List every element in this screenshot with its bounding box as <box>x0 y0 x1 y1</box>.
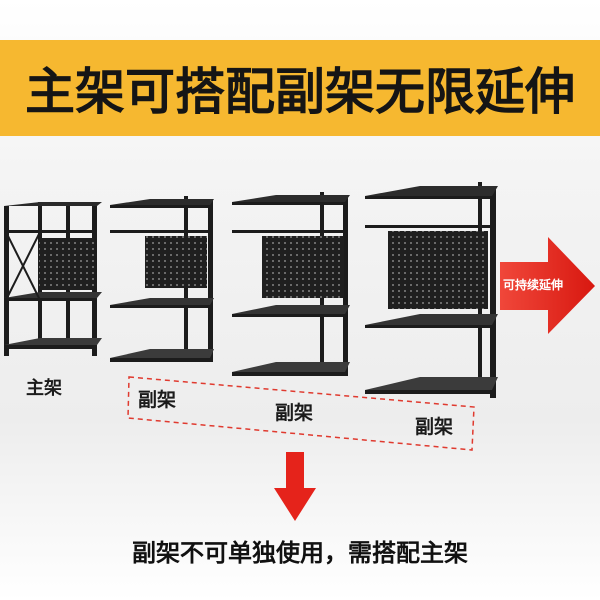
pegboard <box>262 236 344 298</box>
main-frame-label: 主架 <box>26 378 62 399</box>
banner-title: 主架可搭配副架无限延伸 <box>25 63 575 121</box>
footer-note: 副架不可单独使用，需搭配主架 <box>132 539 468 567</box>
sub-shelf-unit-3 <box>365 182 498 398</box>
main-shelf-unit <box>4 202 102 356</box>
extend-arrow-label: 可持续延伸 <box>503 278 564 292</box>
pegboard <box>39 238 94 290</box>
extend-arrow <box>500 237 595 334</box>
down-arrow <box>274 452 316 521</box>
sub-frame-label-3: 副架 <box>415 416 454 438</box>
pegboard <box>388 231 488 309</box>
sub-frame-label-1: 副架 <box>138 389 177 411</box>
sub-shelf-unit-1 <box>110 196 214 362</box>
pegboard <box>145 236 207 288</box>
title-banner: 主架可搭配副架无限延伸 <box>0 40 600 136</box>
dashed-bracket <box>127 376 475 451</box>
sub-shelf-unit-2 <box>232 192 350 376</box>
sub-frame-label-2: 副架 <box>275 402 314 424</box>
